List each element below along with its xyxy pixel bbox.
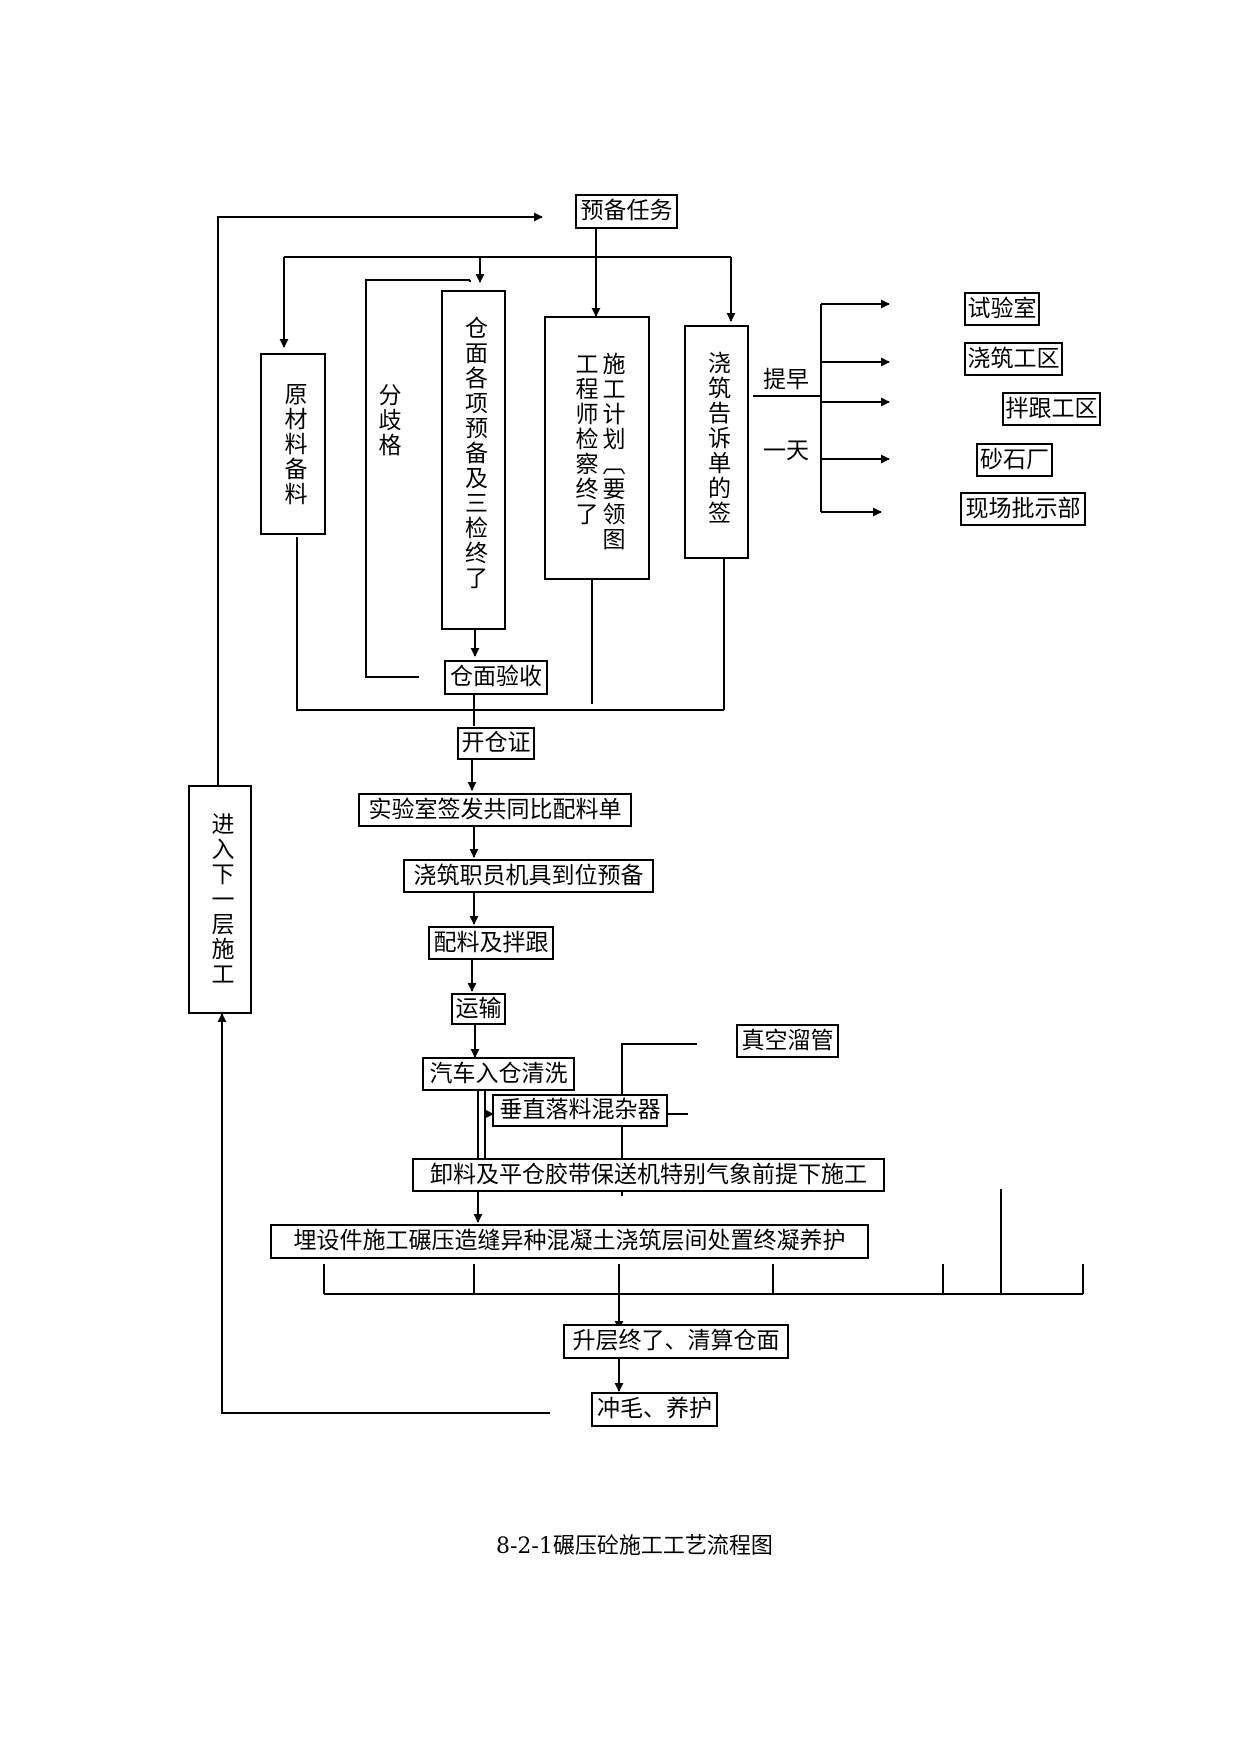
pour-area-box: 浇筑工区 [964,342,1063,376]
engineer-plan-col1: 施工计划〔要领图 [598,352,624,552]
one-day-label: 一天 [763,438,809,464]
site-command-box: 现场批示部 [960,492,1086,526]
next-layer-box: 进入下一层施工 [188,785,252,1014]
truck-wash-box: 汽车入仓清洗 [422,1057,575,1091]
engineer-plan-box: 工程师检察终了 施工计划〔要领图 [544,316,650,580]
transport-box: 运输 [451,993,506,1025]
unload-spread-box: 卸料及平仓胶带保送机特别气象前提下施工 [412,1158,885,1192]
gravel-plant-box: 砂石厂 [976,443,1053,477]
vertical-mixer-box: 垂直落料混杂器 [492,1094,668,1127]
advance-label: 提早 [763,367,809,393]
layer-done-box: 升层终了、清算仓面 [563,1324,789,1359]
lab-box: 试验室 [964,292,1040,326]
loop-to-prepare-arrow [217,212,543,785]
staff-ready-box: 浇筑职员机具到位预备 [403,859,654,893]
figure-caption: 8-2-1碾压砼施工工艺流程图 [496,1534,773,1559]
raw-material-box: 原材料备料 [260,353,326,535]
bin-acceptance-box: 仓面验收 [444,660,548,695]
bin-surface-prep-box: 仓面各项预备及三检终了 [441,290,506,630]
flush-cure-box: 冲毛、养护 [591,1392,718,1427]
prepare-task-box: 预备任务 [575,194,678,229]
engineer-plan-col2: 工程师检察终了 [571,352,597,527]
batch-mix-box: 配料及拌跟 [428,926,554,960]
open-permit-box: 开仓证 [457,727,535,760]
vacuum-chute-box: 真空溜管 [736,1024,839,1058]
mix-area-box: 拌跟工区 [1002,392,1101,426]
embed-compact-box: 埋设件施工碾压造缝异种混凝土浇筑层间处置终凝养护 [270,1224,869,1259]
divergence-label: 分歧格 [374,383,400,458]
lab-mix-sheet-box: 实验室签发共同比配料单 [358,793,632,827]
pour-notice-box: 浇筑告诉单的签 [684,325,749,559]
